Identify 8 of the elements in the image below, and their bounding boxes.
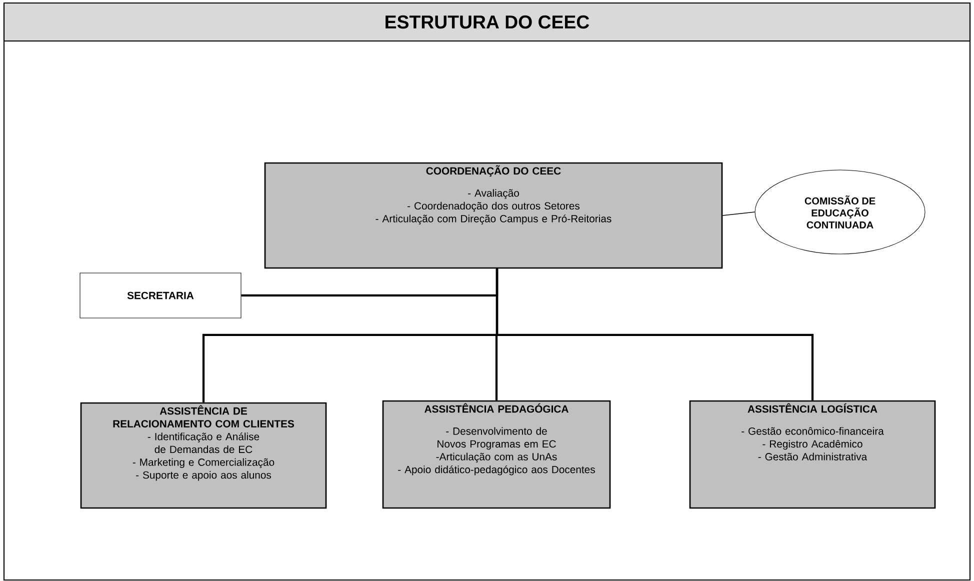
connector-line xyxy=(722,212,756,216)
title-bar: ESTRUTURA DO CEEC xyxy=(3,2,971,42)
connector-line xyxy=(496,268,814,400)
unit-box: ASSISTÊNCIA DE RELACIONAMENTO COM CLIENTES - Identificação e Análise de Demandas de EC - Marketing e Comercialização - Suporte e apoio aos alunos xyxy=(80,402,327,509)
secretary-box: SECRETARIA xyxy=(80,272,242,318)
unit-box: ASSISTÊNCIA LOGÍSTICA - Gestão econômico-financeira - Registro Acadêmico - Gestão Administrativa xyxy=(689,400,936,509)
unit-box: ASSISTÊNCIA PEDAGÓGICA - Desenvolvimento de Novos Programas em EC -Articulação com as UnAs - Apoio didático-pedagógico aos Docentes xyxy=(382,400,611,509)
unit-box: COORDENAÇÃO DO CEEC - Avaliação - Coordenadoção dos outros Setores - Articulação com Direção Campus e Pró-Reitorias xyxy=(264,162,723,269)
